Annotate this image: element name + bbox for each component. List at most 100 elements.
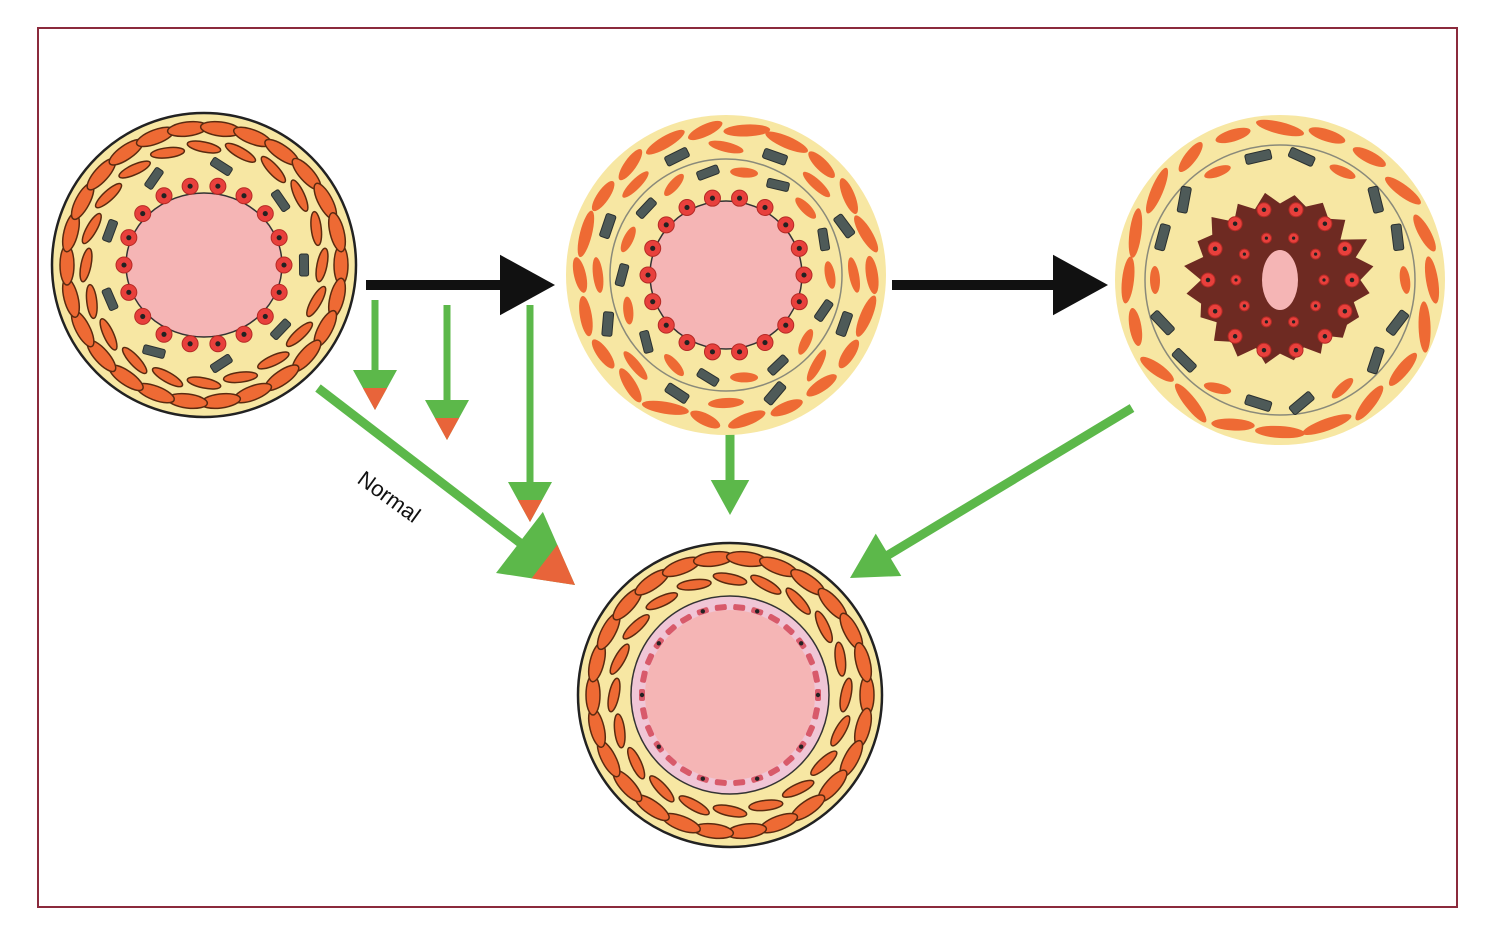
inflammatory-cell	[1385, 309, 1410, 336]
inflammatory-cell	[142, 344, 166, 359]
cell-nucleus	[1242, 304, 1247, 308]
smooth-muscle-cell	[622, 171, 649, 198]
cell-nucleus	[241, 193, 247, 199]
inflammatory-cell	[601, 311, 615, 337]
smooth-muscle-cell	[290, 179, 309, 212]
arrow-tip	[434, 418, 460, 440]
inflammatory-cell	[209, 353, 233, 373]
cell-nucleus	[783, 322, 789, 328]
endothelial-cell	[733, 779, 746, 786]
inflammatory-cell	[767, 354, 789, 376]
inflammatory-cell	[835, 311, 853, 337]
cell-nucleus	[700, 776, 706, 781]
smooth-muscle-cell	[848, 257, 860, 293]
smooth-muscle-cell	[664, 354, 684, 377]
smooth-muscle-cell	[1256, 119, 1304, 137]
endothelial-cell	[645, 653, 655, 666]
cell-nucleus	[276, 235, 282, 241]
smooth-muscle-cell	[1204, 165, 1231, 179]
smooth-muscle-cell	[607, 677, 621, 713]
smooth-muscle-cell	[645, 592, 679, 611]
lumen	[1262, 250, 1298, 310]
inflammatory-cell	[763, 381, 787, 406]
cell-nucleus	[1234, 278, 1238, 282]
smooth-muscle-cell	[1418, 301, 1431, 353]
smooth-muscle-cell	[781, 779, 815, 798]
cell-nucleus	[1212, 308, 1218, 314]
smooth-muscle-cell	[1413, 214, 1436, 252]
cell-nucleus	[1342, 246, 1348, 252]
cell-nucleus	[650, 245, 656, 251]
smooth-muscle-cell	[620, 226, 636, 253]
smooth-muscle-cell	[572, 257, 588, 293]
smooth-muscle-cell	[730, 372, 759, 383]
smooth-muscle-cell	[306, 285, 327, 318]
arrow-head	[850, 533, 902, 578]
smooth-muscle-cell	[798, 329, 814, 355]
cell-nucleus	[1313, 252, 1318, 256]
smooth-muscle-cell	[623, 351, 648, 380]
smooth-muscle-cell	[1399, 266, 1411, 294]
smooth-muscle-cell	[678, 795, 710, 816]
vessels-layer	[50, 111, 1445, 849]
smooth-muscle-cell	[94, 182, 123, 209]
smooth-muscle-cell	[327, 211, 347, 253]
endothelial-cell	[768, 613, 780, 624]
smooth-muscle-cell	[1211, 418, 1255, 431]
inflammatory-cell	[696, 368, 720, 387]
cell-nucleus	[215, 183, 221, 189]
cell-nucleus	[241, 331, 247, 337]
smooth-muscle-cell	[785, 587, 812, 615]
smooth-muscle-cell	[81, 212, 102, 245]
cell-nucleus	[796, 299, 802, 305]
smooth-muscle-cell	[285, 321, 314, 348]
cell-nucleus	[187, 341, 193, 347]
smooth-muscle-cell	[708, 397, 744, 409]
inflammatory-cell	[144, 167, 164, 190]
cell-nucleus	[1313, 304, 1318, 308]
smooth-muscle-cell	[712, 804, 748, 818]
cell-nucleus	[262, 211, 268, 217]
arrow-shaft	[874, 404, 1135, 566]
smooth-muscle-cell	[1128, 208, 1143, 258]
cell-nucleus	[1264, 320, 1269, 324]
smooth-muscle-cell	[623, 296, 634, 325]
smooth-muscle-cell	[1203, 382, 1232, 395]
inflammatory-cell	[209, 157, 233, 176]
smooth-muscle-cell	[310, 210, 323, 247]
smooth-muscle-cell	[257, 351, 290, 370]
cell-nucleus	[1212, 246, 1218, 252]
smooth-muscle-cell	[118, 160, 151, 179]
smooth-muscle-cell	[664, 173, 684, 197]
arrow-normal-path	[315, 384, 575, 585]
endothelial-cell	[640, 670, 648, 683]
inflammatory-cell	[1244, 394, 1273, 412]
endothelial-cell	[812, 670, 820, 683]
arrow-down-2	[425, 305, 469, 440]
inflammatory-cell	[1150, 310, 1175, 336]
inflammatory-cell	[270, 318, 292, 341]
inflammatory-cell	[766, 177, 790, 192]
cell-nucleus	[1242, 252, 1247, 256]
inflammatory-cell	[1244, 149, 1273, 165]
cell-nucleus	[762, 339, 768, 346]
inflammatory-cell	[696, 164, 720, 181]
endothelial-cell	[783, 624, 795, 636]
cell-nucleus	[187, 183, 193, 189]
smooth-muscle-cell	[1149, 266, 1161, 294]
smooth-muscle-cell	[839, 178, 859, 214]
smooth-muscle-cell	[645, 129, 685, 155]
smooth-muscle-cell	[641, 400, 689, 415]
arrow-tip	[362, 388, 388, 410]
smooth-muscle-cell	[808, 151, 835, 179]
inflammatory-cell	[614, 263, 630, 287]
endothelial-cell	[783, 754, 795, 766]
smooth-muscle-cell	[627, 746, 646, 780]
endothelial-cell	[640, 707, 648, 720]
smooth-muscle-cell	[802, 171, 831, 198]
endothelial-cell	[714, 604, 727, 611]
smooth-muscle-cell	[723, 124, 771, 137]
vessel-inflamed	[566, 115, 886, 435]
vessel-repaired	[576, 541, 884, 849]
smooth-muscle-cell	[854, 215, 879, 253]
